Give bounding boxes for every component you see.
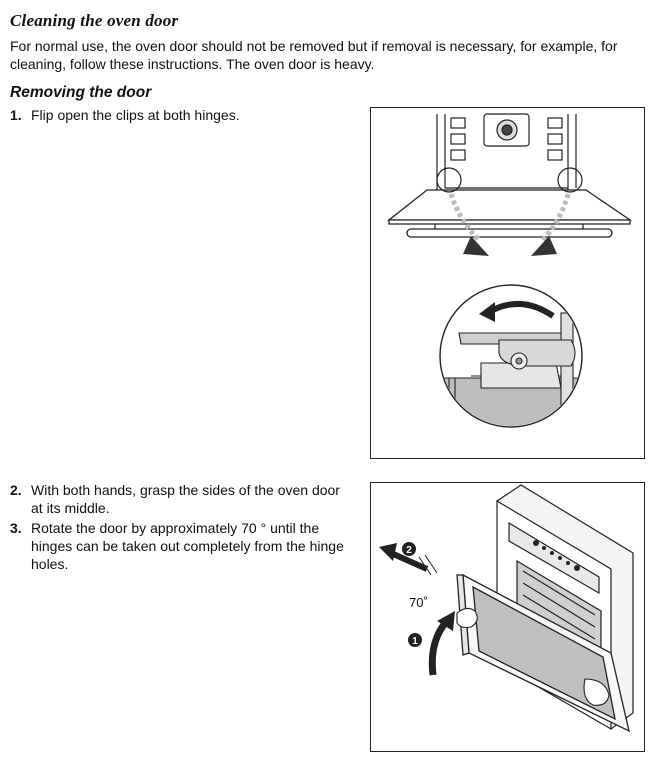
callout-1-marker bbox=[408, 633, 422, 647]
step-number: 3. bbox=[10, 520, 22, 536]
step-1: 1. Flip open the clips at both hinges. bbox=[10, 106, 355, 124]
step-number: 2. bbox=[10, 482, 22, 498]
step-text: Rotate the door by approximately 70 ° un… bbox=[31, 520, 344, 572]
step-number: 1. bbox=[10, 107, 22, 123]
angle-label: 70˚ bbox=[409, 595, 428, 610]
intro-paragraph: For normal use, the oven door should not… bbox=[10, 38, 618, 72]
step-text: Flip open the clips at both hinges. bbox=[31, 107, 240, 123]
callout-2-label: 2 bbox=[406, 545, 412, 556]
subsection-title: Removing the door bbox=[10, 84, 152, 101]
callout-1-label: 1 bbox=[412, 636, 418, 647]
step-3: 3. Rotate the door by approximately 70 °… bbox=[10, 519, 355, 573]
door-rotation-illustration: 2 1 70˚ bbox=[370, 482, 645, 752]
step-2: 2. With both hands, grasp the sides of t… bbox=[10, 481, 355, 517]
callout-2-marker bbox=[402, 542, 416, 556]
hinge-clip-illustration bbox=[370, 107, 645, 459]
oven-door-rotation-diagram: 2 1 70˚ bbox=[379, 484, 634, 733]
step-text: With both hands, grasp the sides of the … bbox=[31, 482, 340, 516]
oven-hinge-diagram bbox=[387, 113, 633, 428]
section-title: Cleaning the oven door bbox=[10, 11, 179, 30]
